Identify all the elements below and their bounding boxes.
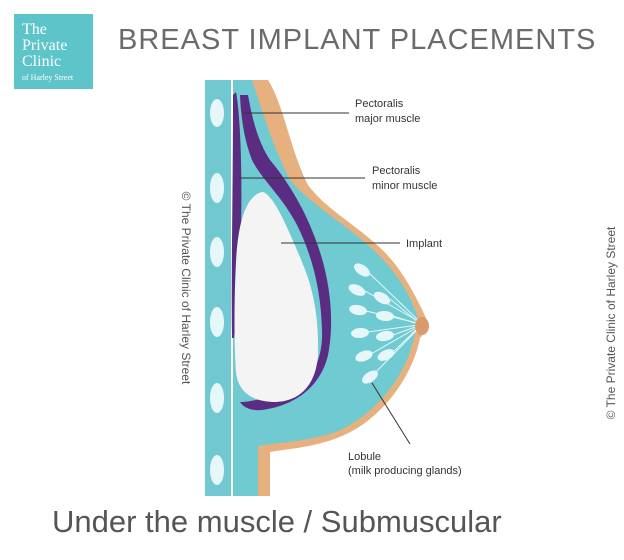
ribs — [210, 99, 224, 485]
logo-line: Clinic — [22, 53, 62, 70]
lobule-leader — [371, 382, 411, 445]
copyright-notice-left: © The Private Clinic of Harley Street — [179, 191, 193, 385]
placement-caption: Under the muscle / Submuscular — [52, 504, 502, 539]
lobule-label: (milk producing glands) — [348, 465, 462, 477]
logo-line: of Harley Street — [22, 73, 74, 82]
duct — [389, 298, 419, 323]
pectoralis-minor-label: Pectoralis — [372, 165, 421, 177]
rib — [210, 173, 224, 203]
pectoralis-major-label: Pectoralis — [355, 98, 404, 110]
rib — [210, 237, 224, 267]
lobule — [349, 304, 367, 316]
lobules — [348, 263, 395, 384]
logo-line: Private — [22, 37, 68, 54]
implant-label: Implant — [406, 238, 442, 250]
rib — [210, 455, 224, 485]
leader-lines — [239, 112, 411, 445]
pectoralis-minor-label: minor muscle — [372, 180, 437, 192]
duct — [392, 327, 419, 353]
rib — [210, 99, 224, 127]
lobule — [351, 327, 369, 339]
lobule — [376, 310, 394, 322]
copyright-notice-right: © The Private Clinic of Harley Street — [604, 226, 618, 420]
lobule — [348, 284, 366, 296]
clinic-logo: The Private Clinic of Harley Street — [14, 14, 93, 89]
duct — [370, 326, 419, 355]
milk-ducts — [364, 271, 419, 374]
duct — [367, 324, 419, 333]
logo-line: The — [22, 21, 47, 38]
duct — [364, 290, 419, 322]
lobule — [376, 330, 394, 342]
rib — [210, 307, 224, 337]
chest-wall — [205, 80, 232, 496]
duct — [367, 271, 419, 321]
lobule — [354, 263, 370, 277]
lobule — [362, 370, 378, 384]
duct — [392, 325, 419, 336]
page-title: BREAST IMPLANT PLACEMENTS — [118, 24, 597, 56]
implant-shape — [234, 192, 319, 402]
duct — [392, 315, 419, 325]
nipple — [415, 317, 429, 335]
pectoralis-major-muscle — [240, 95, 332, 411]
lobule-label: Lobule — [348, 451, 381, 463]
lobule — [373, 291, 391, 305]
duct — [374, 328, 419, 374]
pectoralis-major-label: major muscle — [355, 113, 420, 125]
rib — [210, 383, 224, 413]
lobule — [355, 350, 373, 362]
